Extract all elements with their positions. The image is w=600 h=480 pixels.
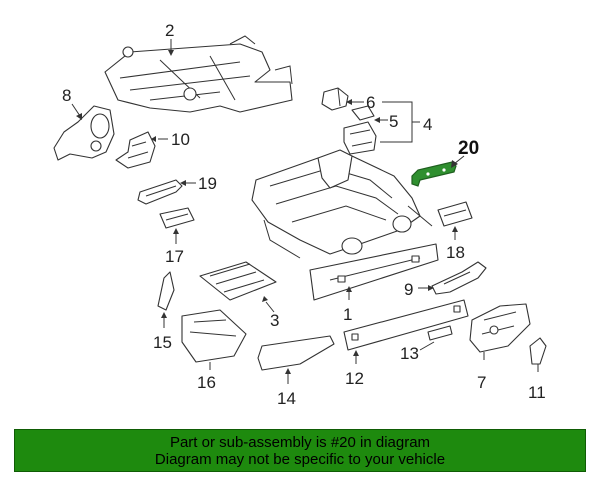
- callout-4[interactable]: 4: [423, 115, 432, 134]
- part-10-cover[interactable]: [115, 131, 156, 169]
- part-18-cover[interactable]: [437, 201, 473, 227]
- part-1-seat-frame[interactable]: [251, 149, 439, 301]
- callout-20[interactable]: 20: [458, 138, 479, 159]
- callout-7[interactable]: 7: [477, 373, 486, 392]
- callout-12[interactable]: 12: [345, 369, 364, 388]
- callout-11[interactable]: 11: [528, 383, 546, 402]
- callout-15[interactable]: 15: [153, 333, 172, 352]
- part-3-panel[interactable]: [199, 261, 277, 301]
- callout-13[interactable]: 13: [400, 344, 419, 363]
- callout-6[interactable]: 6: [366, 93, 375, 112]
- part-13-insert[interactable]: [427, 325, 453, 341]
- part-9-lever[interactable]: [431, 261, 487, 295]
- notice-line-1: Part or sub-assembly is #20 in diagram: [169, 433, 431, 451]
- part-2-seat-track[interactable]: [104, 35, 293, 113]
- part-14-front-cover[interactable]: [257, 335, 335, 371]
- callout-18[interactable]: 18: [446, 243, 465, 262]
- callout-14[interactable]: 14: [277, 389, 296, 408]
- part-7-trim-panel[interactable]: [469, 303, 531, 353]
- part-11-cap[interactable]: [529, 337, 547, 365]
- callout-17[interactable]: 17: [165, 247, 184, 266]
- callout-1[interactable]: 1: [343, 305, 352, 324]
- exploded-parts-diagram: 2 8 10 6 5: [53, 21, 547, 408]
- part-20-highlighted-bracket[interactable]: [411, 161, 457, 187]
- part-19-trim-strip[interactable]: [137, 179, 183, 205]
- callout-19[interactable]: 19: [198, 174, 217, 193]
- notice-line-2: Diagram may not be specific to your vehi…: [154, 450, 446, 468]
- callout-5[interactable]: 5: [389, 112, 398, 131]
- callout-10[interactable]: 10: [171, 130, 190, 149]
- part-16-side-panel[interactable]: [181, 309, 247, 363]
- callout-16[interactable]: 16: [197, 373, 216, 392]
- part-6-knob[interactable]: [321, 87, 349, 111]
- callout-2[interactable]: 2: [165, 21, 174, 40]
- part-12-rail-cover[interactable]: [343, 299, 469, 351]
- part-8-side-bracket[interactable]: [53, 105, 115, 161]
- part-17-clip[interactable]: [159, 207, 195, 229]
- part-15-bracket[interactable]: [157, 271, 175, 311]
- callout-3[interactable]: 3: [270, 311, 279, 330]
- part-5-switch[interactable]: [343, 105, 377, 155]
- notice-banner: Part or sub-assembly is #20 in diagram D…: [14, 429, 586, 472]
- callout-9[interactable]: 9: [404, 280, 413, 299]
- callout-8[interactable]: 8: [62, 86, 71, 105]
